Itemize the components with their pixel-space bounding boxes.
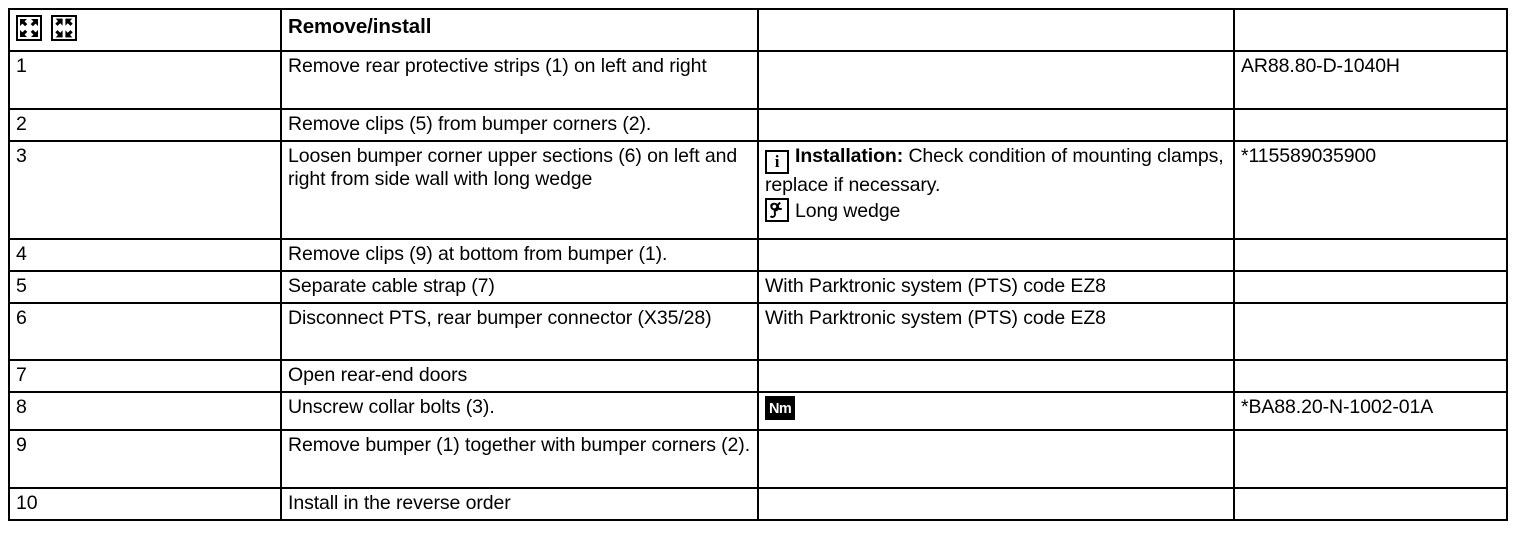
note-text bbox=[757, 359, 1235, 393]
operation-text: Loosen bumper corner upper sections (6) … bbox=[280, 140, 759, 240]
special-tool-note: Long wedge bbox=[765, 198, 1227, 223]
operation-text: Remove clips (5) from bumper corners (2)… bbox=[280, 108, 759, 142]
operation-text: Open rear-end doors bbox=[280, 359, 759, 393]
reference-link bbox=[1233, 238, 1508, 272]
table-row: 3 Loosen bumper corner upper sections (6… bbox=[8, 140, 1508, 240]
installation-label: Installation: bbox=[795, 145, 904, 167]
operation-text: Remove clips (9) at bottom from bumper (… bbox=[280, 238, 759, 272]
operation-column-title: Remove/install bbox=[288, 15, 432, 38]
operation-text: Unscrew collar bolts (3). bbox=[280, 391, 759, 431]
step-number: 7 bbox=[8, 359, 282, 393]
torque-nm-icon: Nm bbox=[765, 396, 796, 420]
step-number: 10 bbox=[8, 487, 282, 521]
header-step-cell bbox=[8, 8, 282, 52]
operation-text: Install in the reverse order bbox=[280, 487, 759, 521]
info-icon: i bbox=[765, 150, 789, 174]
operation-text: Disconnect PTS, rear bumper connector (X… bbox=[280, 302, 759, 361]
special-tool-text: Long wedge bbox=[795, 200, 901, 222]
table-row: 5 Separate cable strap (7) With Parktron… bbox=[8, 270, 1508, 304]
reference-link bbox=[1233, 487, 1508, 521]
installation-note-text: Check condition of mounting clamps, repl… bbox=[765, 145, 1224, 196]
note-text bbox=[757, 487, 1235, 521]
procedure-sheet: Remove/install 1 Remove rear protective … bbox=[8, 8, 1508, 521]
operation-text: Remove bumper (1) together with bumper c… bbox=[280, 429, 759, 489]
installation-note: i Installation: Check condition of mounti… bbox=[765, 145, 1227, 197]
note-text: With Parktronic system (PTS) code EZ8 bbox=[757, 302, 1235, 361]
header-operation-cell: Remove/install bbox=[280, 8, 759, 52]
collapse-icon[interactable] bbox=[51, 15, 77, 41]
reference-link bbox=[1233, 270, 1508, 304]
reference-link[interactable]: AR88.80-D-1040H bbox=[1233, 50, 1508, 110]
table-header-row: Remove/install bbox=[8, 8, 1508, 52]
reference-part-number[interactable]: *115589035900 bbox=[1233, 140, 1508, 240]
note-cell: Nm bbox=[757, 391, 1235, 431]
header-note-cell bbox=[757, 8, 1235, 52]
step-number: 9 bbox=[8, 429, 282, 489]
note-cell: i Installation: Check condition of mounti… bbox=[757, 140, 1235, 240]
special-tool-icon bbox=[765, 198, 789, 222]
reference-link bbox=[1233, 359, 1508, 393]
remove-install-table: Remove/install 1 Remove rear protective … bbox=[8, 8, 1508, 521]
table-row: 9 Remove bumper (1) together with bumper… bbox=[8, 429, 1508, 489]
expand-icon[interactable] bbox=[16, 15, 42, 41]
reference-link bbox=[1233, 108, 1508, 142]
reference-link bbox=[1233, 302, 1508, 361]
note-text bbox=[757, 50, 1235, 110]
step-number: 2 bbox=[8, 108, 282, 142]
note-text bbox=[757, 429, 1235, 489]
step-number: 1 bbox=[8, 50, 282, 110]
table-row: 7 Open rear-end doors bbox=[8, 359, 1508, 393]
operation-text: Remove rear protective strips (1) on lef… bbox=[280, 50, 759, 110]
note-text bbox=[757, 238, 1235, 272]
table-row: 8 Unscrew collar bolts (3). Nm *BA88.20-… bbox=[8, 391, 1508, 431]
step-number: 4 bbox=[8, 238, 282, 272]
table-row: 4 Remove clips (9) at bottom from bumper… bbox=[8, 238, 1508, 272]
table-row: 2 Remove clips (5) from bumper corners (… bbox=[8, 108, 1508, 142]
table-row: 6 Disconnect PTS, rear bumper connector … bbox=[8, 302, 1508, 361]
header-reference-cell bbox=[1233, 8, 1508, 52]
operation-text: Separate cable strap (7) bbox=[280, 270, 759, 304]
table-row: 10 Install in the reverse order bbox=[8, 487, 1508, 521]
table-row: 1 Remove rear protective strips (1) on l… bbox=[8, 50, 1508, 110]
step-number: 5 bbox=[8, 270, 282, 304]
step-number: 8 bbox=[8, 391, 282, 431]
step-number: 6 bbox=[8, 302, 282, 361]
reference-part-number[interactable]: *BA88.20-N-1002-01A bbox=[1233, 391, 1508, 431]
reference-link bbox=[1233, 429, 1508, 489]
step-number: 3 bbox=[8, 140, 282, 240]
note-text bbox=[757, 108, 1235, 142]
note-text: With Parktronic system (PTS) code EZ8 bbox=[757, 270, 1235, 304]
